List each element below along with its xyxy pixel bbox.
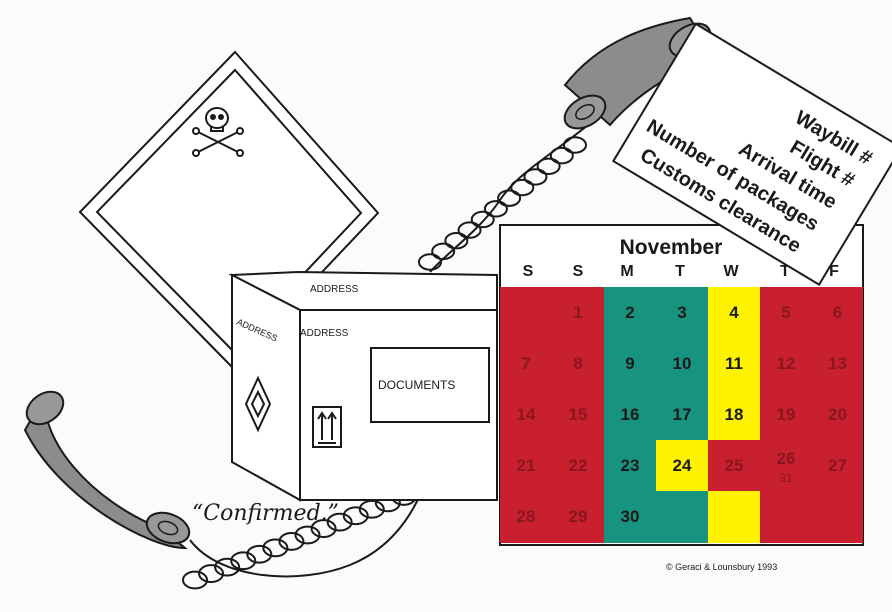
calendar-day-cell: 22 [552, 440, 604, 491]
calendar-day-number: 15 [569, 405, 588, 424]
cord-coil-loop [524, 169, 546, 184]
calendar-day-cell: 3 [656, 287, 708, 338]
calendar-day-cell: 21 [500, 440, 552, 491]
calendar-day-cell: 15 [552, 389, 604, 440]
telephone-handset-lower [21, 385, 194, 549]
calendar-day-cell: 5 [760, 287, 812, 338]
calendar-day-cell: 13 [812, 338, 863, 389]
calendar-day-cell [760, 491, 812, 543]
calendar-day-cell: 17 [656, 389, 708, 440]
calendar-day-cell: 8 [552, 338, 604, 389]
calendar-day-cell: 29 [552, 491, 604, 543]
calendar-day-cell: 11 [708, 338, 760, 389]
package-top-label: ADDRESS [310, 284, 359, 295]
calendar-day-cell: 30 [604, 491, 656, 543]
calendar-day-cell: 25 [708, 440, 760, 491]
cord-coil-loop [485, 201, 507, 216]
calendar-day-cell: 12 [760, 338, 812, 389]
calendar-day-number: 31 [779, 471, 793, 485]
calendar-day-cell: 16 [604, 389, 656, 440]
calendar-day-cell: 24 [656, 440, 708, 491]
calendar-day-cell: 23 [604, 440, 656, 491]
calendar-day-number: 22 [569, 456, 588, 475]
calendar-day-cell: 28 [500, 491, 552, 543]
cord-coil-loop [419, 254, 441, 269]
calendar-day-number: 23 [621, 456, 640, 475]
calendar-month: November [620, 236, 723, 259]
calendar-day-number: 8 [573, 354, 582, 373]
calendar-day-number: 9 [625, 354, 634, 373]
calendar-day-number: 18 [725, 405, 744, 424]
calendar-day-cell: 18 [708, 389, 760, 440]
package-front-label: ADDRESS [300, 328, 349, 339]
calendar-day-number: 19 [777, 405, 796, 424]
copyright-notice: © Geraci & Lounsbury 1993 [666, 562, 777, 572]
calendar-day-cell: 1 [552, 287, 604, 338]
calendar-day-cell: 9 [604, 338, 656, 389]
calendar-day-number: 12 [777, 354, 796, 373]
calendar-day-number: 4 [729, 303, 739, 322]
calendar-day-number: 27 [828, 456, 847, 475]
cord-coil-loop [551, 148, 573, 163]
calendar-day-number: 5 [781, 303, 790, 322]
calendar-day-number: 16 [621, 405, 640, 424]
calendar-day-number: 20 [828, 405, 847, 424]
confirmed-quote: “Confirmed.” [192, 501, 339, 526]
calendar-day-cell [708, 491, 760, 543]
calendar-weekday-label: S [573, 263, 584, 280]
calendar-weekday-label: W [723, 263, 739, 280]
calendar-day-cell: 27 [812, 440, 863, 491]
calendar-day-cell [812, 491, 863, 543]
calendar-day-cell: 14 [500, 389, 552, 440]
calendar-day-cell: 19 [760, 389, 812, 440]
calendar-weekday-label: T [675, 263, 685, 280]
calendar-day-number: 21 [517, 456, 536, 475]
calendar-day-number: 7 [521, 354, 530, 373]
calendar-day-number: 30 [621, 507, 640, 526]
calendar-day-number: 3 [677, 303, 686, 322]
calendar-day-cell [656, 491, 708, 543]
calendar-day-number: 2 [625, 303, 634, 322]
calendar-day-number: 24 [673, 456, 692, 475]
cord-coil-loop [511, 180, 533, 195]
calendar-day-cell: 20 [812, 389, 863, 440]
calendar-day-cell: 4 [708, 287, 760, 338]
calendar-weekday-label: S [523, 263, 534, 280]
calendar-day-cell: 10 [656, 338, 708, 389]
calendar-weekday-label: M [620, 263, 633, 280]
calendar-day-number: 28 [517, 507, 536, 526]
calendar-day-number: 13 [828, 354, 847, 373]
calendar-day-number: 1 [573, 303, 582, 322]
calendar-day-number: 14 [517, 405, 536, 424]
documents-label: DOCUMENTS [378, 378, 455, 392]
cord-coil-loop [472, 212, 494, 227]
calendar-day-cell [500, 287, 552, 338]
calendar-day-number: 6 [833, 303, 842, 322]
calendar-day-number: 17 [673, 405, 692, 424]
calendar-day-cell: 2 [604, 287, 656, 338]
cord-coil-loop [564, 137, 586, 152]
calendar-day-number: 11 [725, 354, 743, 373]
package-box: ADDRESS ADDRESS ADDRESS DOCUMENTS [232, 272, 497, 500]
cord-coil-loop [538, 159, 560, 174]
calendar-day-number: 25 [725, 456, 744, 475]
calendar-day-number: 26 [777, 449, 796, 468]
calendar-day-cell: 6 [812, 287, 863, 338]
calendar-day-number: 10 [673, 354, 692, 373]
calendar-day-cell: 7 [500, 338, 552, 389]
calendar-day-number: 29 [569, 507, 588, 526]
